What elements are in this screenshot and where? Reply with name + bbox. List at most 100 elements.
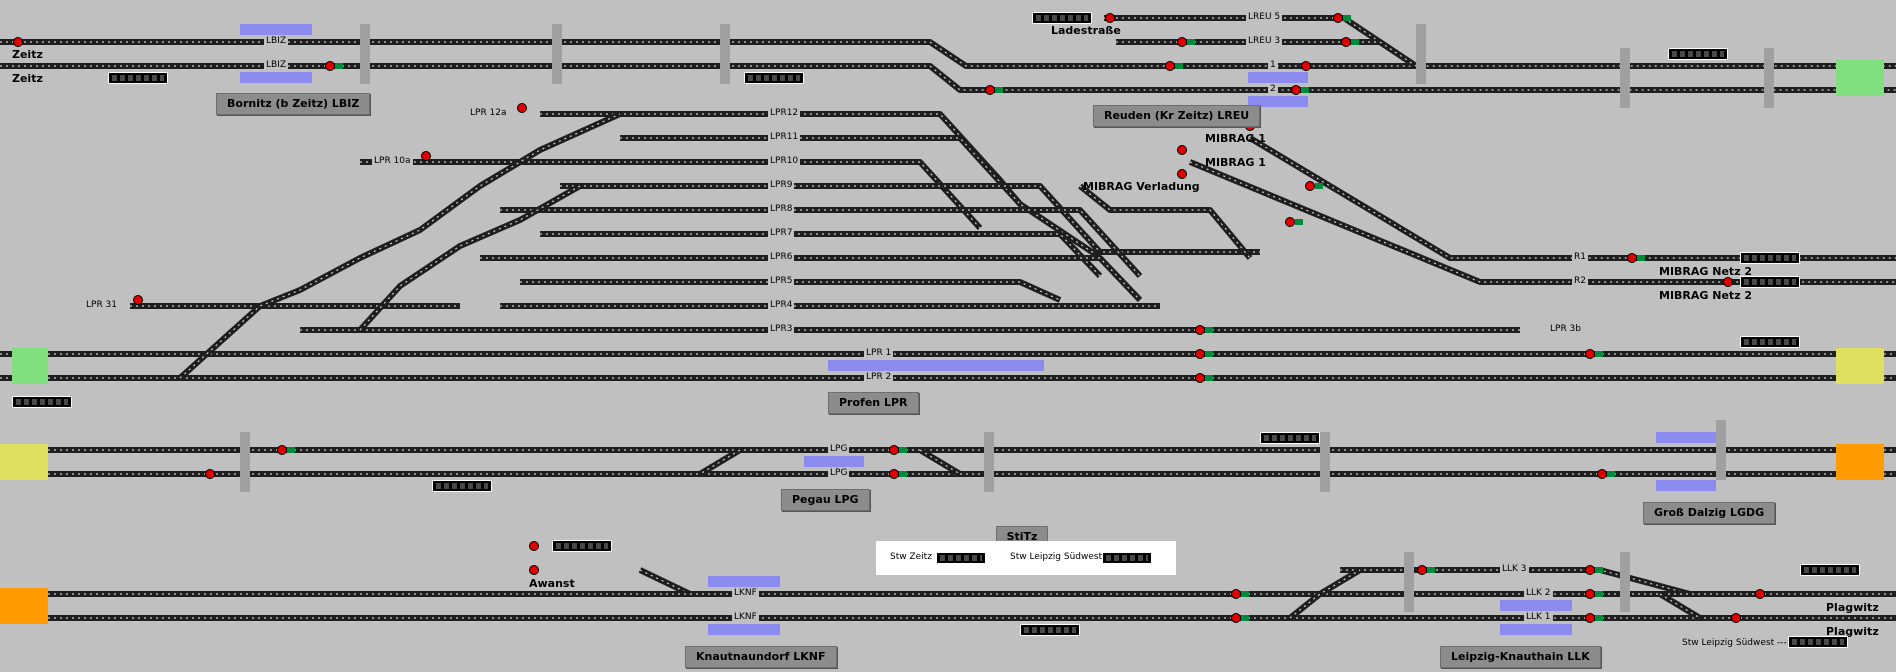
track-segment (357, 183, 582, 333)
signal-light (335, 63, 343, 69)
signal-light (1175, 63, 1183, 69)
train-number-display[interactable] (1032, 12, 1092, 24)
signal-light (1585, 589, 1595, 599)
isolation-marker (720, 24, 730, 84)
boundary-block-yellow (0, 444, 48, 480)
train-number-display[interactable] (744, 72, 804, 84)
train-number-display[interactable] (552, 540, 612, 552)
track-label-t1: 1 (1268, 60, 1278, 71)
isolation-marker (360, 24, 370, 84)
train-number-display[interactable] (108, 72, 168, 84)
signal-light (13, 37, 23, 47)
track-segment (500, 209, 1141, 277)
occupied-section (708, 624, 780, 635)
track-label-r2: R2 (1572, 276, 1588, 287)
station-button-llk[interactable]: Leipzig-Knauthain LLK (1440, 646, 1601, 668)
isolation-marker (552, 24, 562, 84)
train-number-display[interactable] (1788, 636, 1848, 648)
signal-light (1205, 375, 1213, 381)
signal-light (1165, 61, 1175, 71)
signal-light (1195, 373, 1205, 383)
stw-leipzig-sw-display[interactable] (1102, 552, 1152, 564)
train-number-display[interactable] (12, 396, 72, 408)
train-number-display[interactable] (1668, 48, 1728, 60)
occupied-section (1248, 96, 1308, 107)
signal-light (1755, 589, 1765, 599)
station-button-lpg[interactable]: Pegau LPG (781, 489, 870, 511)
train-number-display[interactable] (1800, 564, 1860, 576)
track-label-lreu5: LREU 5 (1246, 12, 1283, 23)
track-segment (177, 111, 622, 381)
station-button-lgdg[interactable]: Groß Dalzig LGDG (1643, 502, 1776, 524)
track-segment (560, 183, 1103, 255)
track-lines (0, 15, 1896, 621)
train-number-display[interactable] (1740, 336, 1800, 348)
signal-light (985, 85, 995, 95)
track-label-lpr6: LPR6 (768, 252, 795, 263)
track-label-llk3: LLK 3 (1500, 564, 1529, 575)
signal-light (1241, 591, 1249, 597)
track-segment (638, 567, 692, 597)
track-label-lpr10: LPR10 (768, 156, 801, 167)
boundary-block-green (12, 348, 48, 384)
track-segment (179, 113, 621, 379)
boundary-block-orange (0, 588, 48, 624)
station-button-lknf[interactable]: Knautnaundorf LKNF (685, 646, 837, 668)
track-segment (620, 137, 1021, 205)
train-number-display[interactable] (1740, 276, 1800, 288)
signal-light (1607, 471, 1615, 477)
signal-light (1187, 39, 1195, 45)
signal-light (1301, 61, 1311, 71)
signal-light (529, 565, 539, 575)
track-label-lpr10a: LPR 10a (372, 156, 413, 167)
signals (13, 13, 1765, 623)
station-button-lreu[interactable]: Reuden (Kr Zeitz) LREU (1093, 105, 1261, 127)
track-segment (919, 449, 961, 475)
place-stw-leipzig-sw-arrow: Stw Leipzig Südwest ---> (1682, 638, 1795, 648)
signal-light (995, 87, 1003, 93)
signal-light (1597, 469, 1607, 479)
track-segment (360, 161, 981, 229)
signal-light (1595, 351, 1603, 357)
signal-light (889, 445, 899, 455)
occupied-section (240, 72, 312, 83)
place-mibrag1-b: MIBRAG 1 (1205, 156, 1266, 169)
stw-zeitz-display[interactable] (936, 552, 986, 564)
track-label-lpg-1: LPG (828, 444, 850, 455)
signal-light (287, 447, 295, 453)
place-mibrag-netz2-a: MIBRAG Netz 2 (1659, 265, 1753, 278)
occupied-section (240, 24, 312, 35)
place-ladestrasse: Ladestraße (1051, 24, 1121, 37)
station-button-lbiz[interactable]: Bornitz (b Zeitz) LBIZ (216, 93, 371, 115)
place-awanst: Awanst (529, 577, 575, 590)
isolation-marker (984, 432, 994, 492)
track-label-lknf-2: LKNF (732, 612, 759, 623)
signal-light (899, 471, 907, 477)
signal-light (1231, 613, 1241, 623)
track-segment (1248, 135, 1896, 261)
train-number-display[interactable] (1260, 432, 1320, 444)
track-label-lpr2: LPR 2 (864, 372, 894, 383)
track-label-lbiz-1: LBIZ (264, 36, 289, 47)
signal-light (1315, 183, 1323, 189)
occupied-section (1656, 480, 1716, 491)
track-segment (0, 39, 1896, 69)
train-number-display[interactable] (432, 480, 492, 492)
track-label-lpr31: LPR 31 (84, 300, 120, 311)
signal-light (1585, 565, 1595, 575)
train-number-display[interactable] (1020, 624, 1080, 636)
station-button-lpr[interactable]: Profen LPR (828, 392, 919, 414)
track-label-llk2: LLK 2 (1524, 588, 1553, 599)
boundary-block-green (1836, 60, 1884, 96)
signal-light (1427, 567, 1435, 573)
signal-light (1291, 85, 1301, 95)
signal-light (1731, 613, 1741, 623)
train-number-display[interactable] (1740, 252, 1800, 264)
track-segment (1659, 593, 1701, 619)
signal-light (1285, 217, 1295, 227)
track-label-lpr12a: LPR 12a (468, 108, 509, 119)
signal-light (325, 61, 335, 71)
track-segment (1289, 569, 1361, 619)
isolation-marker (240, 432, 250, 492)
